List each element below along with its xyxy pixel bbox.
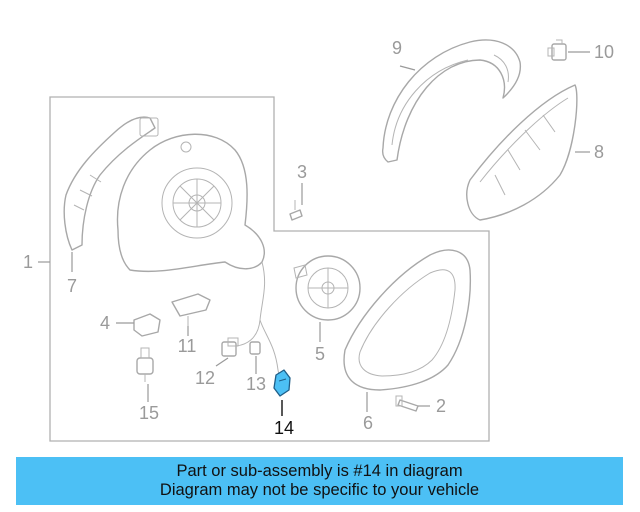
callout-8: 8 bbox=[594, 142, 604, 162]
callout-13: 13 bbox=[246, 374, 266, 394]
part-6-housing-frame bbox=[343, 249, 472, 391]
banner-line-2: Diagram may not be specific to your vehi… bbox=[159, 481, 480, 499]
callout-9: 9 bbox=[392, 38, 402, 58]
part-10-clip bbox=[547, 39, 567, 61]
part-4-bracket bbox=[133, 313, 161, 337]
part-3-screw bbox=[289, 200, 303, 221]
banner-line-1: Part or sub-assembly is #14 in diagram bbox=[176, 462, 463, 480]
part-13-plug bbox=[249, 341, 261, 355]
callout-15: 15 bbox=[139, 403, 159, 423]
part-9-mirror-cap bbox=[381, 39, 522, 163]
callout-1: 1 bbox=[23, 252, 33, 272]
mirror-housing bbox=[116, 133, 265, 273]
part-12-plug bbox=[221, 337, 239, 357]
callout-5: 5 bbox=[315, 344, 325, 364]
part-2-bolt bbox=[395, 395, 419, 412]
info-banner: Part or sub-assembly is #14 in diagram D… bbox=[16, 457, 623, 505]
part-5-motor bbox=[293, 255, 361, 321]
callout-4: 4 bbox=[100, 313, 110, 333]
callout-3: 3 bbox=[297, 162, 307, 182]
part-15-sensor bbox=[136, 347, 154, 382]
callout-14: 14 bbox=[274, 418, 294, 438]
part-8-mirror-glass bbox=[466, 84, 578, 221]
callout-7: 7 bbox=[67, 276, 77, 296]
callout-12: 12 bbox=[195, 368, 215, 388]
callout-6: 6 bbox=[363, 413, 373, 433]
parts-diagram: 1 2 3 4 5 6 7 8 9 10 11 12 13 14 15 bbox=[23, 38, 614, 442]
part-11-connector bbox=[171, 293, 211, 326]
wiring-harness bbox=[235, 261, 281, 381]
part-14-highlighted bbox=[273, 369, 291, 397]
callout-10: 10 bbox=[594, 42, 614, 62]
callout-2: 2 bbox=[436, 396, 446, 416]
callout-11: 11 bbox=[178, 336, 197, 356]
assembly-frame bbox=[49, 96, 490, 442]
part-7-signal-strip bbox=[63, 116, 159, 251]
